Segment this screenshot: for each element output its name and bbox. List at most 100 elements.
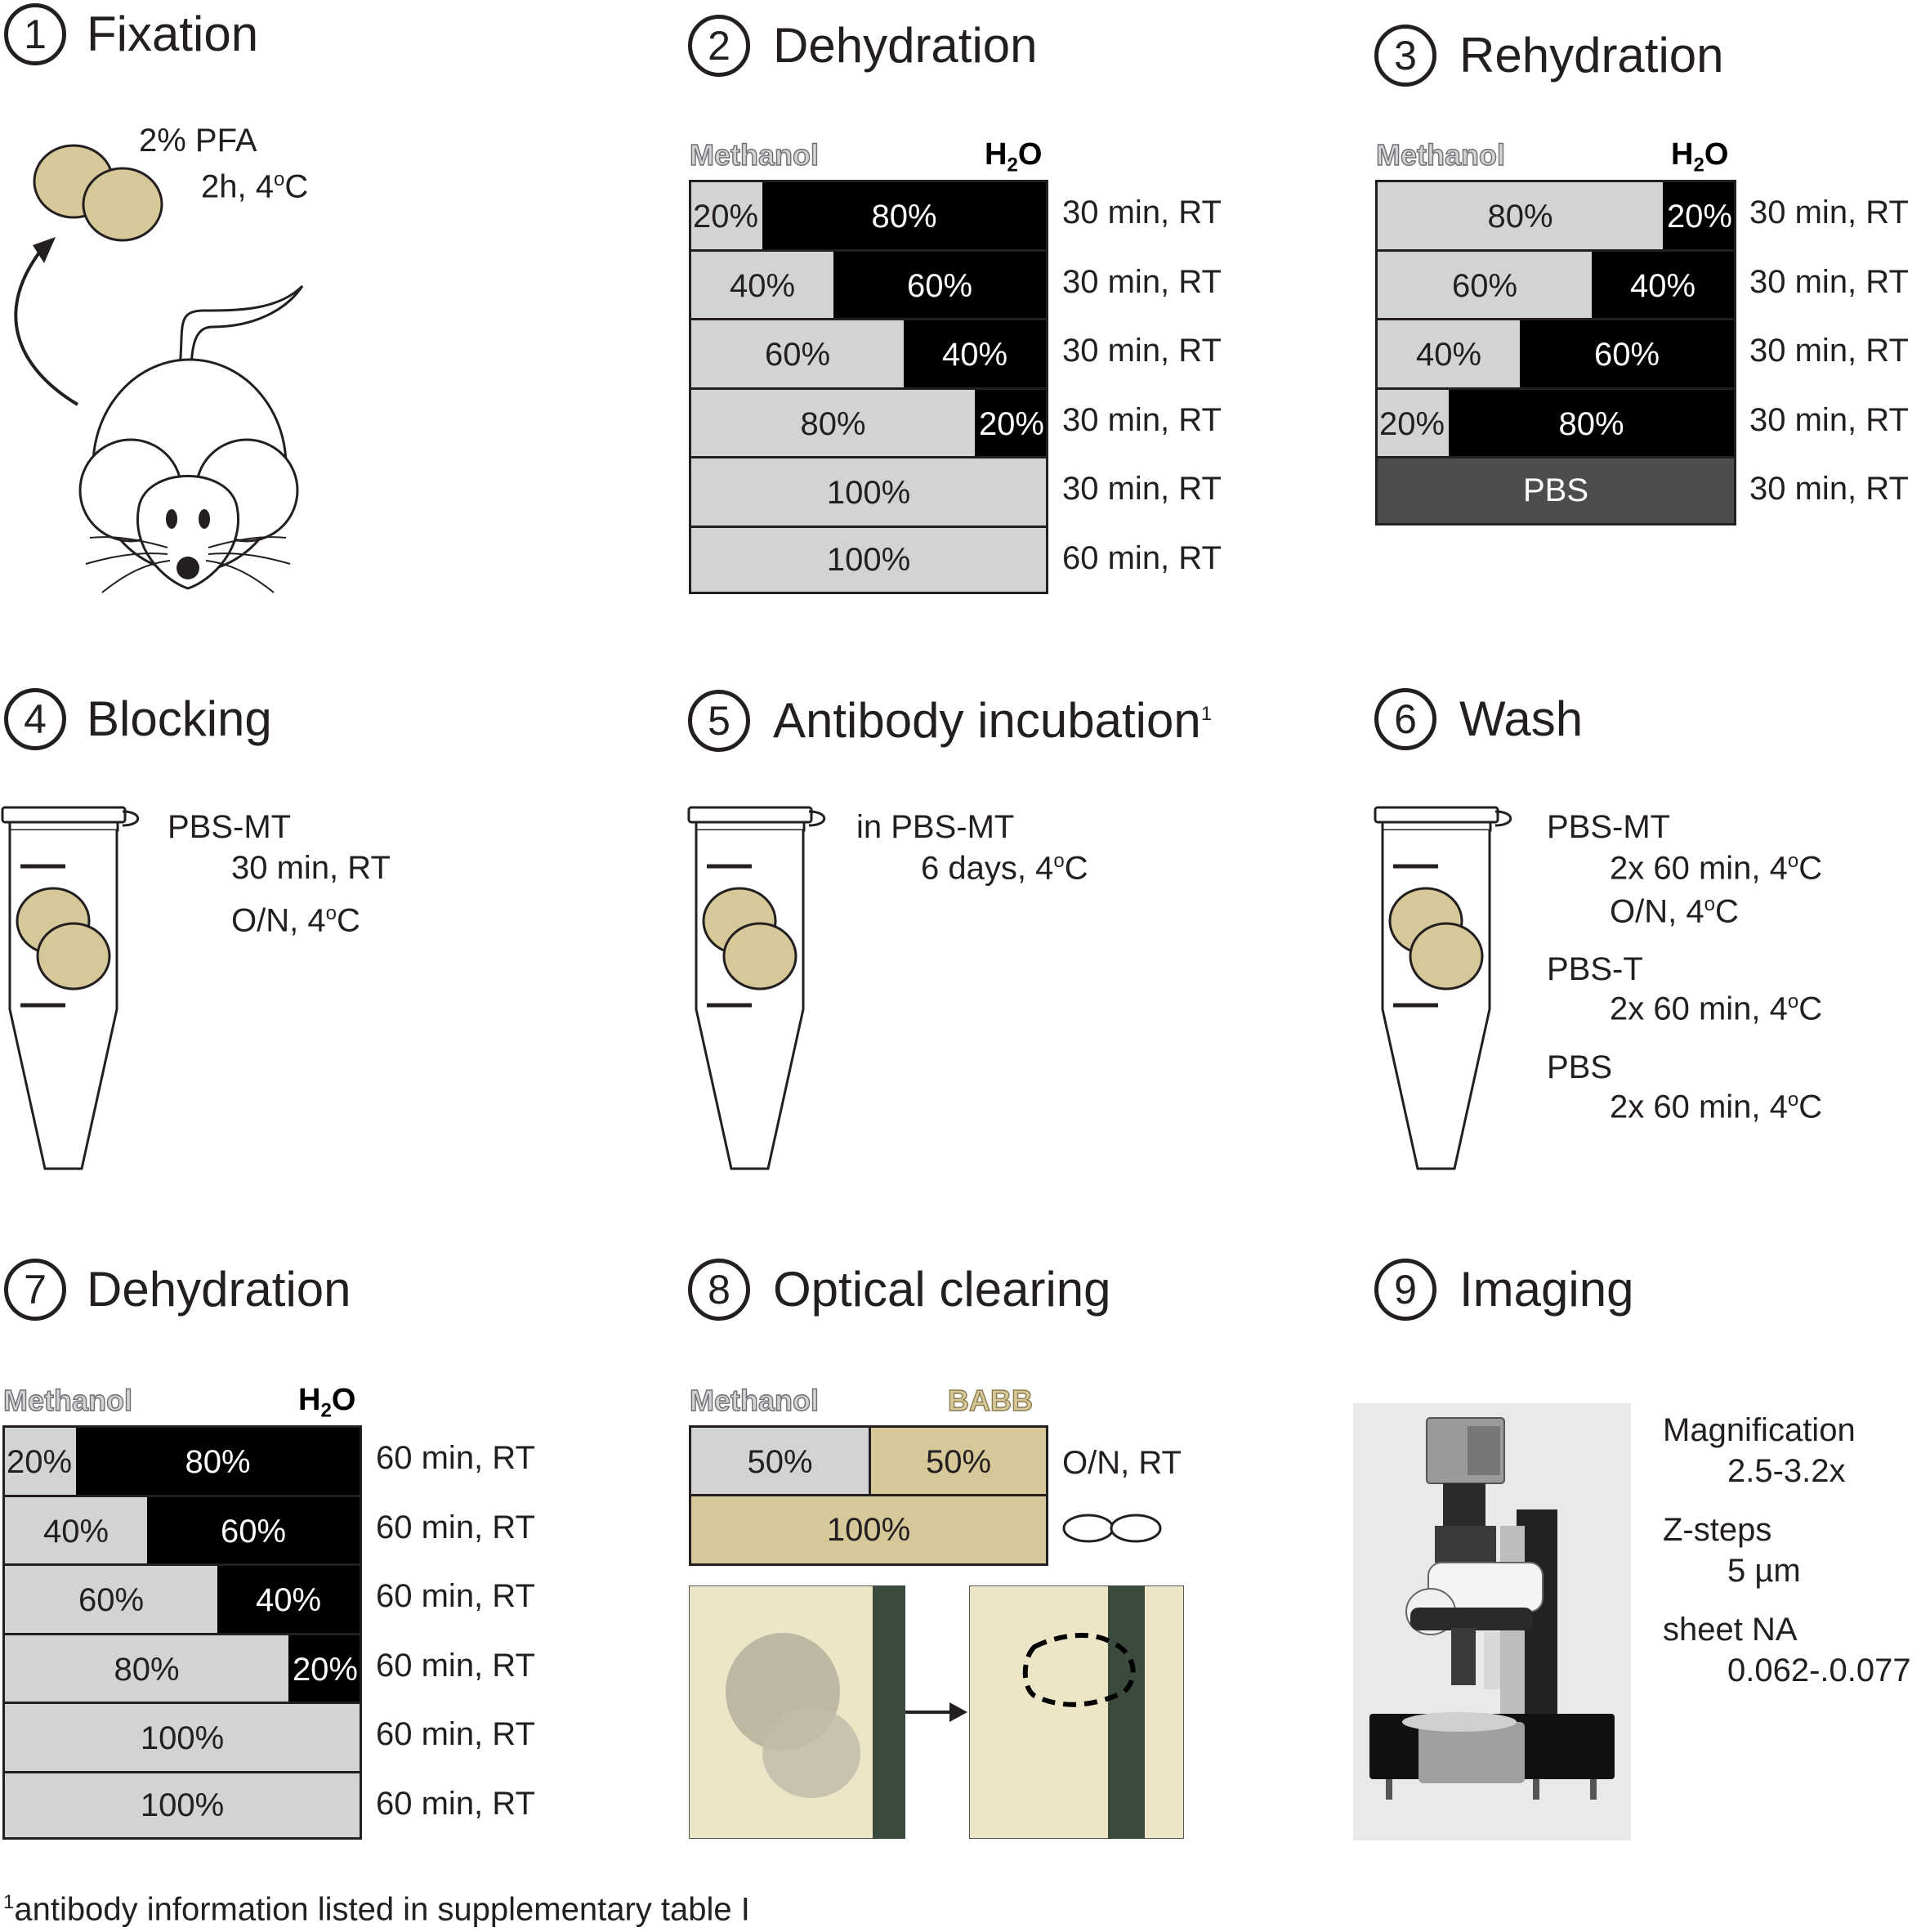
tissue-before-photo [689,1585,905,1839]
pbs-bar: PBS [1378,458,1734,523]
step-6-title: Wash [1459,691,1584,746]
step-3-number: 3 [1374,25,1436,87]
time-label: 30 min, RT [1749,263,1909,300]
step-3-title: Rehydration [1459,28,1724,83]
imaging-na-value: 0.062-.0.077 [1727,1652,1911,1688]
step-9-title: Imaging [1459,1262,1634,1317]
time-label: 30 min, RT [1062,401,1222,438]
water-bar: 80% [1449,389,1734,458]
methanol-bar: 80% [1378,182,1663,252]
blocking-time-2: O/N, 4oC [231,902,360,939]
clearing-time: O/N, RT [1062,1445,1182,1481]
wash-reagent-1: PBS-MT [1547,809,1671,845]
water-bar: 20% [288,1635,360,1704]
tissue-after-photo [969,1585,1184,1839]
time-label: 60 min, RT [376,1785,535,1822]
imaging-zsteps-label: Z-steps [1663,1512,1772,1548]
methanol-bar: 20% [691,182,762,252]
time-label: 30 min, RT [1062,471,1222,508]
arrow-icon [14,244,79,406]
water-bar: 60% [833,251,1046,320]
step-8-number: 8 [688,1259,750,1321]
methanol-bar: 40% [5,1496,147,1566]
imaging-magnification-label: Magnification [1663,1412,1856,1448]
time-label: 30 min, RT [1062,195,1222,231]
wash-time-1a: 2x 60 min, 4oC [1610,850,1823,887]
methanol-bar: 100% [691,458,1046,528]
methanol-bar: 100% [5,1773,360,1837]
step-7-number: 7 [4,1259,66,1321]
step-1-title: Fixation [87,7,259,61]
rehydration-table: 80%20%60%40%40%60%20%80%PBS [1375,180,1736,525]
tissue-sample [33,144,163,242]
footnote-marker: 1 [1200,703,1213,725]
step-4-number: 4 [4,688,66,750]
wash-time-1b: O/N, 4oC [1610,893,1739,930]
step-2-title: Dehydration [773,18,1038,73]
microscope-photo [1353,1403,1631,1840]
water-bar: 60% [1520,320,1734,390]
water-bar: 40% [904,320,1046,390]
clearing-babb-bar: 50% [871,1428,1046,1496]
cleared-sample-icon [1062,1514,1162,1543]
methanol-bar: 100% [691,527,1046,592]
wash-reagent-2: PBS-T [1547,951,1643,987]
imaging-na-label: sheet NA [1663,1612,1798,1648]
wash-reagent-3: PBS [1547,1049,1613,1085]
clearing-full-babb-bar: 100% [691,1496,1046,1563]
methanol-bar: 60% [691,320,904,390]
arrow-icon [905,1702,967,1722]
methanol-bar: 60% [1378,251,1592,320]
methanol-bar: 60% [5,1566,217,1635]
time-label: 60 min, RT [376,1647,535,1684]
water-label: H2O [298,1383,356,1422]
methanol-bar: 80% [5,1635,288,1704]
antibody-time: 6 days, 4oC [921,850,1088,887]
step-5-number: 5 [688,690,750,752]
clearing-methanol-bar: 50% [691,1428,871,1496]
water-bar: 20% [975,389,1046,458]
step-5-title: Antibody incubation1 [773,693,1213,748]
methanol-bar: 100% [5,1704,360,1773]
antibody-reagent: in PBS-MT [856,809,1015,845]
dehydration-table-2: 20%80%40%60%60%40%80%20%100%100% [2,1425,362,1840]
time-label: 60 min, RT [376,1440,535,1477]
water-bar: 20% [1663,182,1734,252]
time-label: 30 min, RT [1062,333,1222,369]
methanol-label: Methanol [2,1384,132,1417]
water-bar: 40% [217,1566,360,1635]
water-bar: 80% [76,1428,360,1497]
methanol-bar: 40% [1378,320,1520,390]
time-label: 30 min, RT [1062,263,1222,300]
methanol-bar: 80% [691,389,975,458]
imaging-magnification-value: 2.5-3.2x [1727,1453,1846,1489]
babb-label: BABB [947,1384,1033,1417]
imaging-zsteps-value: 5 µm [1727,1553,1801,1589]
methanol-bar: 20% [1378,389,1449,458]
methanol-label: Methanol [1375,138,1505,172]
methanol-label: Methanol [689,138,819,172]
time-label: 60 min, RT [1062,539,1222,576]
methanol-bar: 40% [691,251,833,320]
time-label: 60 min, RT [376,1578,535,1615]
time-label: 60 min, RT [376,1716,535,1753]
time-label: 60 min, RT [376,1509,535,1545]
clearing-table: 50% 50% 100% [689,1425,1048,1566]
step-9-number: 9 [1374,1259,1436,1321]
step-2-number: 2 [688,15,750,77]
tube-icon [687,806,826,1170]
footnote: 1antibody information listed in suppleme… [3,1891,750,1928]
fixation-condition: 2h, 4oC [201,168,309,205]
dehydration-table: 20%80%40%60%60%40%80%20%100%100% [689,180,1048,594]
step-7-title: Dehydration [87,1262,351,1317]
time-label: 30 min, RT [1749,195,1909,231]
water-bar: 60% [147,1496,360,1566]
blocking-reagent: PBS-MT [168,809,292,845]
step-8-title: Optical clearing [773,1262,1111,1317]
wash-time-2: 2x 60 min, 4oC [1610,991,1823,1027]
water-bar: 40% [1592,251,1734,320]
step-6-number: 6 [1374,688,1436,750]
methanol-label: Methanol [689,1384,819,1417]
fixation-reagent: 2% PFA [139,123,257,159]
mouse-illustration [14,144,304,593]
